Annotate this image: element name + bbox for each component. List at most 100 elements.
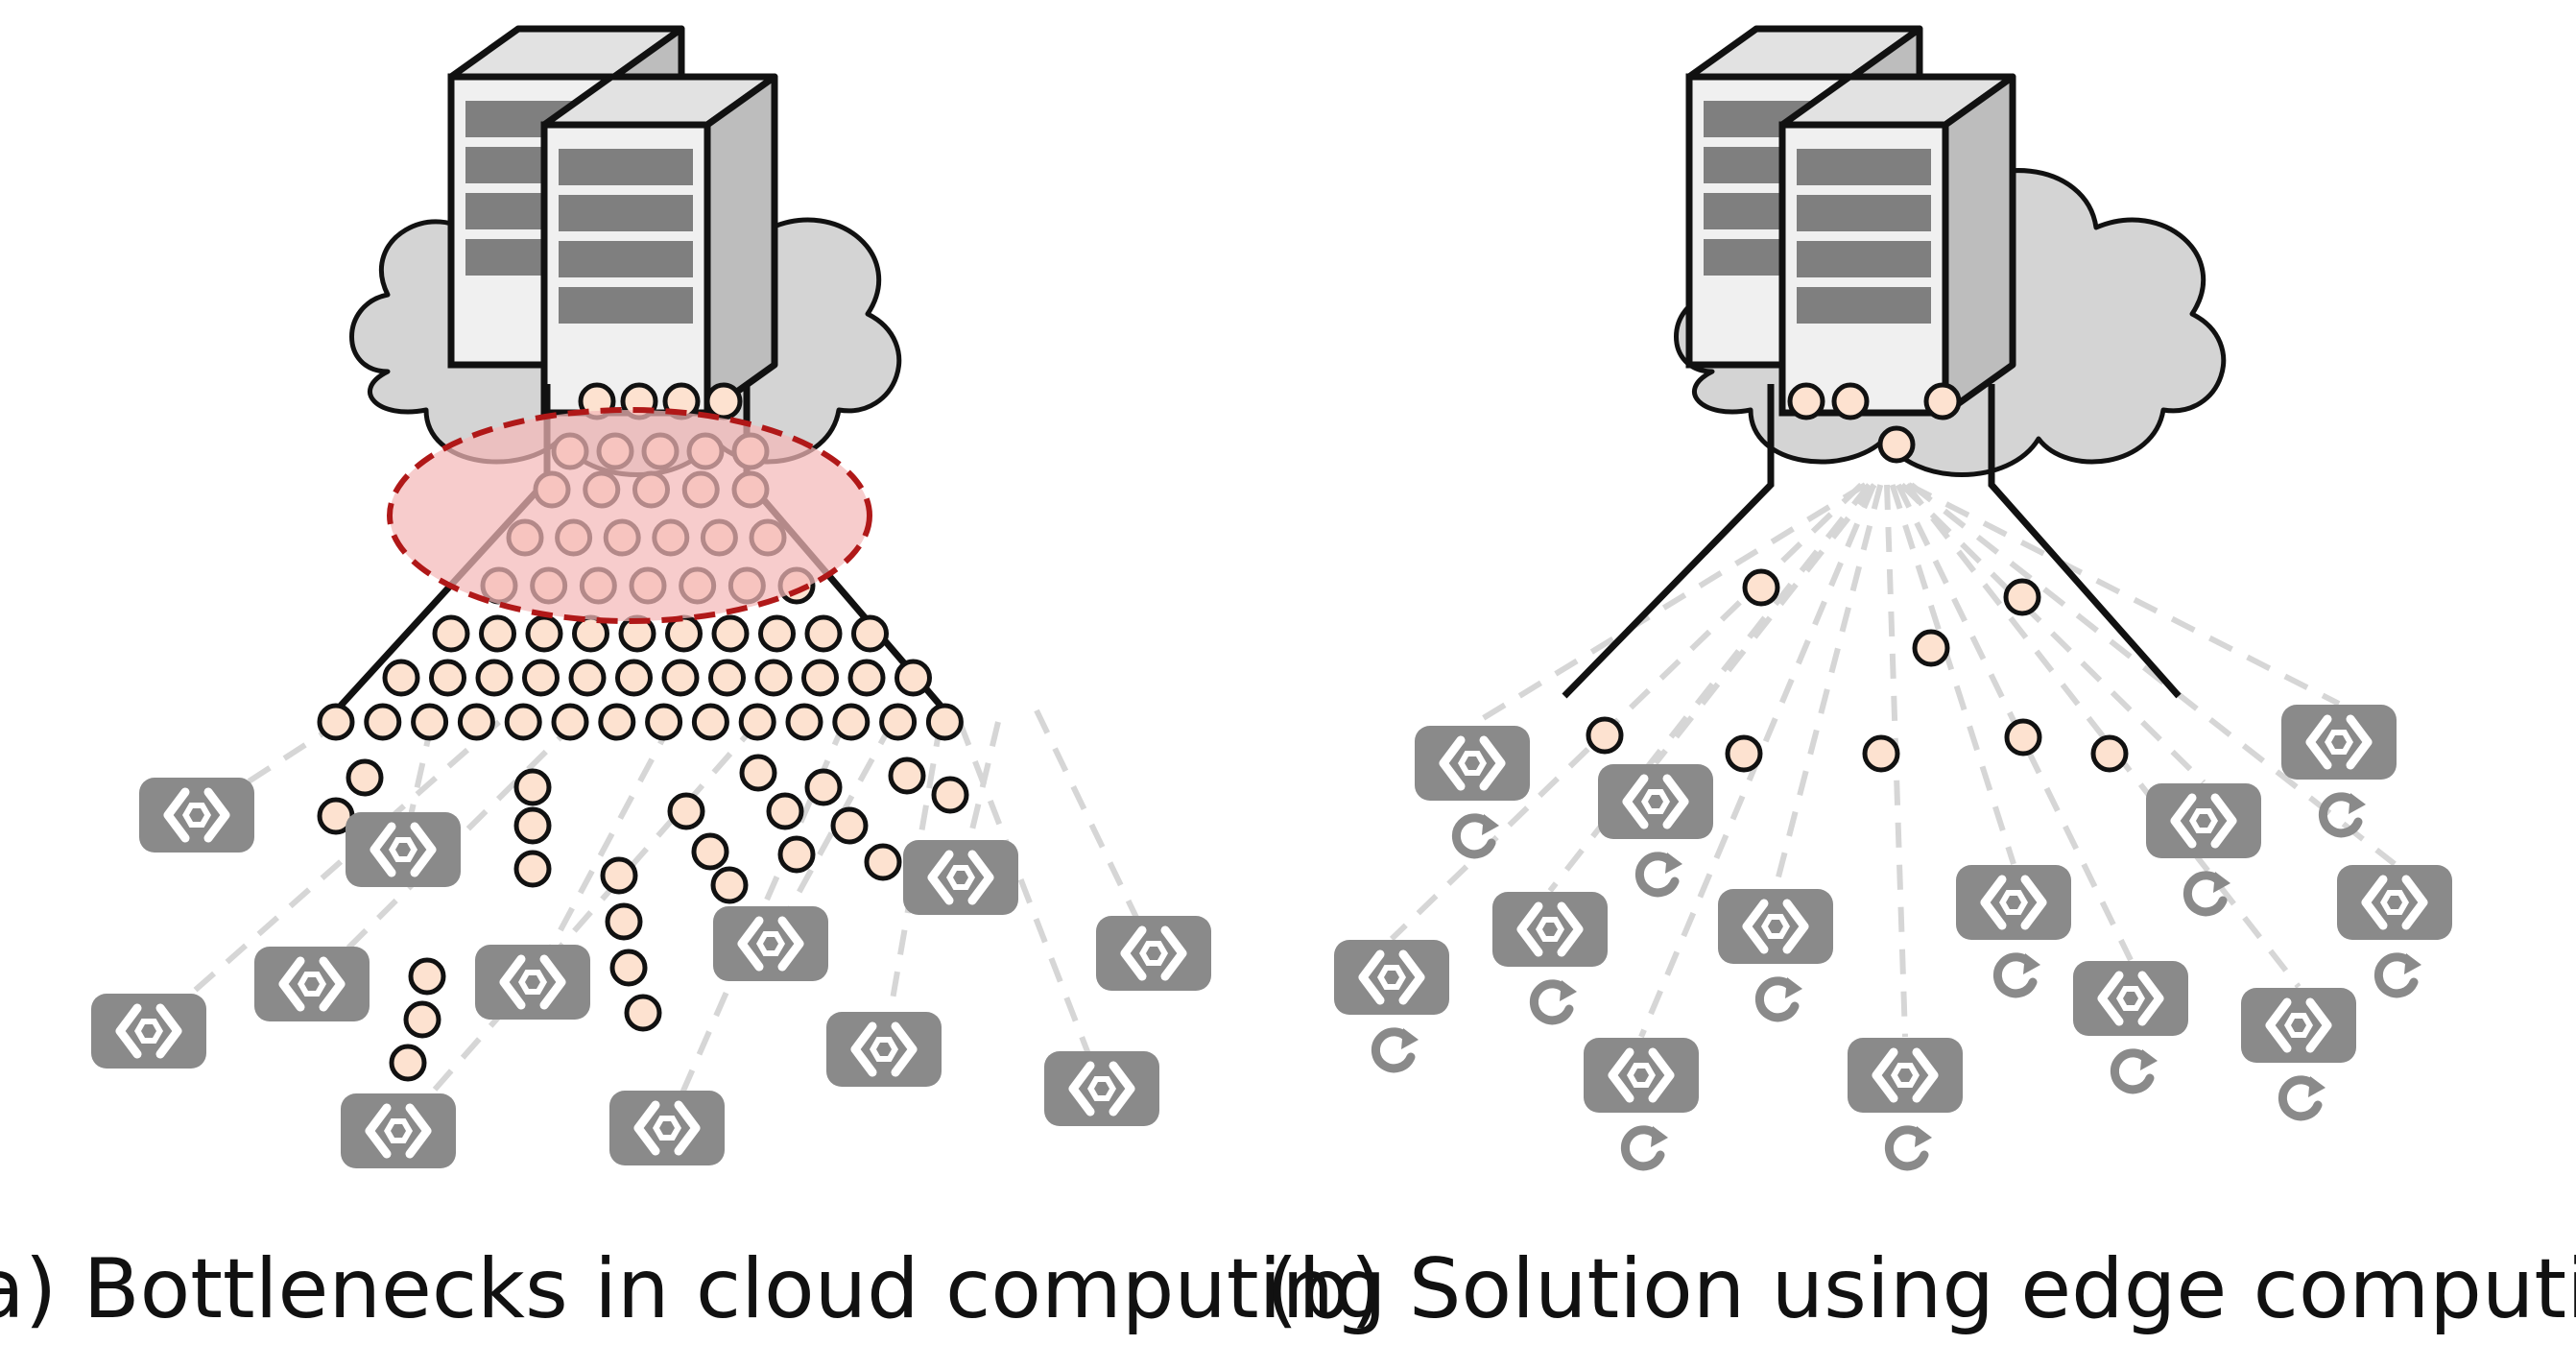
iot-device-icon (713, 906, 828, 981)
data-packet (605, 902, 643, 941)
data-packet (609, 949, 648, 987)
funnel-right-wall (1988, 384, 2182, 699)
data-packet (475, 659, 513, 697)
data-packet (766, 792, 804, 830)
iot-device-icon (826, 1012, 942, 1087)
panel-a-cloud-bottleneck (91, 29, 1211, 1168)
data-packet (317, 703, 355, 741)
iot-device-icon (1848, 1038, 1963, 1113)
data-packet (864, 843, 902, 881)
data-packet (1831, 382, 1870, 420)
data-packet (830, 806, 869, 845)
data-packet (479, 614, 516, 653)
data-packet (691, 703, 729, 741)
data-packet (2003, 578, 2041, 616)
data-packet (708, 659, 746, 697)
iot-device-icon (903, 840, 1018, 915)
refresh-arrow-icon (1375, 1028, 1419, 1069)
iot-device-icon (2073, 961, 2188, 1036)
iot-device-icon (1956, 865, 2071, 940)
device-link (1909, 482, 2397, 867)
data-packet (894, 659, 932, 697)
device-link (1904, 483, 2302, 989)
iot-device-icon (91, 994, 206, 1069)
data-packet (522, 659, 560, 697)
device-link (1653, 483, 1877, 765)
data-packet (429, 659, 466, 697)
data-packet (925, 703, 964, 741)
data-packet (513, 768, 552, 806)
iot-device-icon (1415, 726, 1530, 801)
iot-device-icon (1584, 1038, 1699, 1113)
iot-devices-a (91, 778, 1211, 1168)
data-packet (931, 776, 969, 814)
refresh-arrow-icon (1639, 853, 1682, 893)
data-packet (408, 957, 446, 996)
data-packet (1912, 629, 1950, 667)
data-packet (645, 703, 683, 741)
data-packet (1862, 734, 1900, 773)
data-packet (432, 614, 470, 653)
data-packet (879, 703, 918, 741)
data-packet (1742, 568, 1780, 607)
caption-b: (b) Solution using edge computing (1266, 1241, 2576, 1337)
data-packet (411, 703, 449, 741)
refresh-arrow-icon (2378, 953, 2421, 994)
data-packet (598, 703, 636, 741)
funnel-left-wall (1562, 384, 1775, 699)
data-packet (615, 659, 653, 697)
device-link (1899, 482, 2206, 785)
data-packet (513, 806, 552, 845)
data-packet (758, 614, 796, 653)
data-packet (711, 614, 750, 653)
data-packets-b (1586, 382, 2129, 773)
iot-device-icon (1718, 889, 1833, 964)
refresh-arrow-icon (1759, 977, 1802, 1018)
data-packet (667, 792, 705, 830)
data-packet (364, 703, 402, 741)
device-link (1773, 484, 1884, 889)
data-packet (888, 757, 926, 795)
data-packet (551, 703, 589, 741)
iot-device-icon (1096, 916, 1211, 991)
refresh-arrow-icon (2282, 1076, 2326, 1117)
device-link (530, 720, 675, 984)
server-rack-front (1782, 77, 2013, 413)
iot-device-icon (254, 947, 370, 1021)
data-packet (777, 835, 816, 874)
device-link (1034, 709, 1157, 955)
edge-devices-b (1334, 705, 2452, 1166)
data-packet (1787, 382, 1825, 420)
server-rack-front (544, 77, 775, 413)
device-link (1907, 482, 2341, 707)
data-packet (739, 754, 777, 792)
data-packet (1586, 716, 1624, 755)
device-link (1389, 482, 1864, 942)
data-packet (2004, 718, 2042, 757)
data-packet (382, 659, 420, 697)
iot-device-icon (1598, 764, 1713, 839)
device-link (1889, 484, 2016, 865)
caption-a: (a) Bottlenecks in cloud computing (0, 1241, 1387, 1337)
device-links-a (147, 709, 1157, 1133)
data-packet (504, 703, 542, 741)
data-packet (832, 703, 871, 741)
server-rack-icon (1689, 29, 2013, 413)
device-link (147, 719, 501, 1034)
data-packet (804, 614, 843, 653)
device-link (395, 720, 761, 1133)
panel-b-edge-solution (1334, 29, 2452, 1166)
device-link (957, 720, 1105, 1091)
data-packet (600, 856, 638, 895)
refresh-arrow-icon (1534, 980, 1577, 1021)
data-packet (738, 703, 776, 741)
refresh-arrow-icon (2114, 1049, 2158, 1090)
device-link (881, 721, 943, 1050)
iot-device-icon (341, 1093, 456, 1168)
data-packet (568, 659, 607, 697)
data-packet (704, 382, 743, 420)
data-packet (847, 659, 886, 697)
refresh-arrow-icon (1456, 814, 1499, 854)
